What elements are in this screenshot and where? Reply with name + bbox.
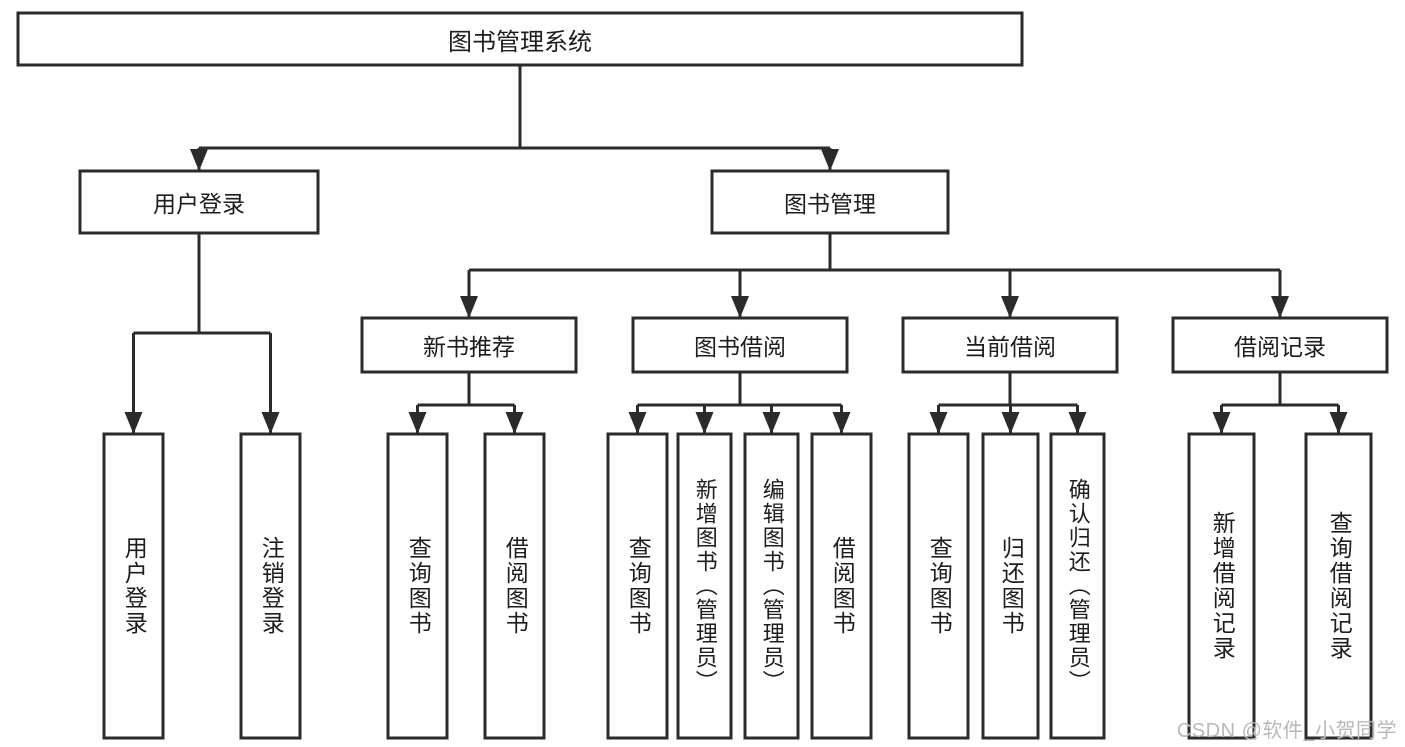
node-box-book-management[interactable]: [710, 169, 950, 235]
node-box-leaf-query-book-recommend[interactable]: [386, 432, 449, 740]
arrow-head-icon-leaf-query-book-current: [929, 412, 948, 434]
node-box-book-borrow[interactable]: [631, 316, 849, 374]
arrow-head-icon-leaf-edit-book-admin: [762, 412, 781, 434]
arrow-head-icon-leaf-return-book: [1001, 412, 1020, 434]
node-box-leaf-edit-book-admin[interactable]: [743, 432, 800, 740]
arrow-head-icon-leaf-logout: [261, 412, 280, 434]
arrow-head-icon-leaf-query-borrow-record: [1329, 412, 1348, 434]
arrow-head-icon-current-borrow: [1001, 296, 1019, 318]
node-box-leaf-borrow-book[interactable]: [810, 432, 873, 740]
node-box-leaf-add-borrow-record[interactable]: [1187, 432, 1256, 740]
arrow-head-icon-user-login: [190, 149, 208, 171]
node-box-user-login[interactable]: [78, 169, 320, 235]
arrow-head-icon-leaf-query-book-recommend: [408, 412, 427, 434]
arrow-head-icon-leaf-add-borrow-record: [1212, 412, 1231, 434]
arrow-head-icon-borrow-record: [1271, 296, 1289, 318]
node-box-current-borrow[interactable]: [901, 316, 1119, 374]
node-box-leaf-confirm-return-admin[interactable]: [1049, 432, 1106, 740]
node-boxes: [16, 11, 1389, 740]
node-box-leaf-add-book-admin[interactable]: [676, 432, 733, 740]
node-box-leaf-return-book[interactable]: [981, 432, 1040, 740]
node-box-new-book-recommend[interactable]: [360, 316, 578, 374]
node-box-leaf-query-book-borrow[interactable]: [606, 432, 669, 740]
arrow-head-icon-leaf-query-book-borrow: [628, 412, 647, 434]
arrow-head-icon-leaf-borrow-book: [832, 412, 851, 434]
node-box-borrow-record[interactable]: [1171, 316, 1389, 374]
arrow-head-icon-book-management: [821, 149, 839, 171]
node-box-root[interactable]: [16, 11, 1024, 67]
arrow-head-icon-leaf-add-book-admin: [695, 412, 714, 434]
csdn-watermark: CSDN @软件_小贺同学: [1176, 720, 1397, 742]
node-box-leaf-user-login[interactable]: [102, 432, 165, 740]
arrow-head-icon-book-borrow: [731, 296, 749, 318]
arrow-head-icon-leaf-confirm-return-admin: [1068, 412, 1087, 434]
node-box-leaf-logout[interactable]: [239, 432, 302, 740]
node-box-leaf-borrow-book-recommend[interactable]: [483, 432, 546, 740]
node-box-leaf-query-borrow-record[interactable]: [1304, 432, 1373, 740]
arrow-head-icon-new-book-recommend: [460, 296, 478, 318]
arrow-head-icon-leaf-user-login: [124, 412, 143, 434]
connector-lines: [124, 65, 1348, 434]
node-box-leaf-query-book-current[interactable]: [907, 432, 970, 740]
arrow-head-icon-leaf-borrow-book-recommend: [505, 412, 524, 434]
